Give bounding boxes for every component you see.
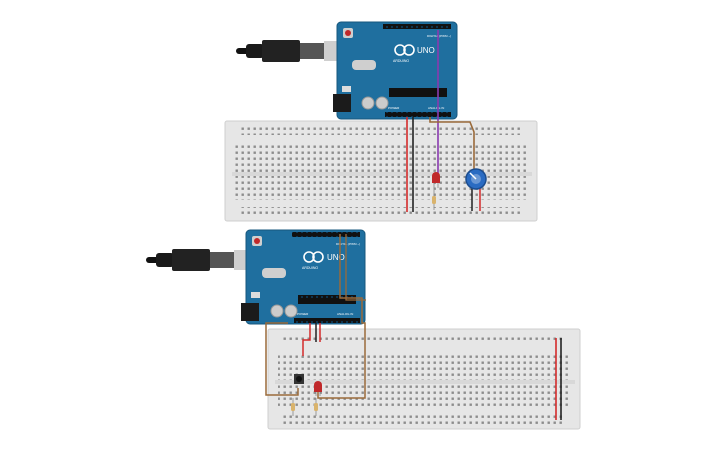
led-red[interactable] bbox=[314, 381, 322, 396]
wire-red[interactable] bbox=[302, 323, 311, 356]
power-jack bbox=[241, 303, 259, 321]
board-brand: ARDUINO bbox=[393, 59, 409, 63]
resistor[interactable] bbox=[432, 190, 436, 210]
atmega-chip bbox=[298, 295, 356, 304]
wire-brown[interactable] bbox=[429, 117, 475, 170]
arduino-board[interactable]: DIGITAL (PWM ~) UNO ARDUINO POWER ANALOG… bbox=[241, 229, 366, 325]
board-logo: UNO bbox=[327, 253, 345, 262]
push-button[interactable] bbox=[294, 374, 304, 384]
power-label: POWER bbox=[297, 312, 309, 316]
potentiometer[interactable] bbox=[465, 168, 487, 190]
arduino-logo-icon bbox=[303, 251, 324, 263]
digital-label: DIGITAL (PWM ~) bbox=[427, 34, 451, 38]
usb-cable[interactable] bbox=[146, 249, 260, 271]
breadboard[interactable] bbox=[267, 328, 581, 430]
analog-label: ANALOG IN bbox=[337, 312, 353, 316]
arduino-logo-icon bbox=[394, 44, 415, 56]
arduino-board[interactable]: DIGITAL (PWM ~) UNO ARDUINO POWER ANALOG… bbox=[333, 21, 458, 120]
wire-brown-led[interactable] bbox=[317, 234, 366, 399]
led-red[interactable] bbox=[432, 172, 440, 188]
board-logo: UNO bbox=[417, 46, 435, 55]
board-brand: ARDUINO bbox=[302, 266, 318, 270]
wire-brown-aux[interactable] bbox=[345, 234, 366, 301]
power-jack bbox=[333, 94, 351, 112]
wire-brown-button[interactable] bbox=[265, 322, 299, 396]
power-label: POWER bbox=[388, 106, 400, 110]
resistor[interactable] bbox=[291, 398, 295, 416]
atmega-chip bbox=[389, 88, 447, 97]
wires bbox=[406, 30, 481, 212]
circuit-1: DIGITAL (PWM ~) UNO ARDUINO POWER ANALOG… bbox=[224, 21, 538, 222]
resistor[interactable] bbox=[314, 398, 318, 416]
digital-label: DIGITAL (PWM ~) bbox=[336, 242, 360, 246]
analog-label: ANALOG IN bbox=[428, 106, 444, 110]
usb-cable[interactable] bbox=[236, 40, 350, 62]
wires bbox=[265, 234, 562, 420]
circuit-2: DIGITAL (PWM ~) UNO ARDUINO POWER ANALOG… bbox=[146, 229, 581, 430]
breadboard[interactable] bbox=[224, 120, 538, 222]
